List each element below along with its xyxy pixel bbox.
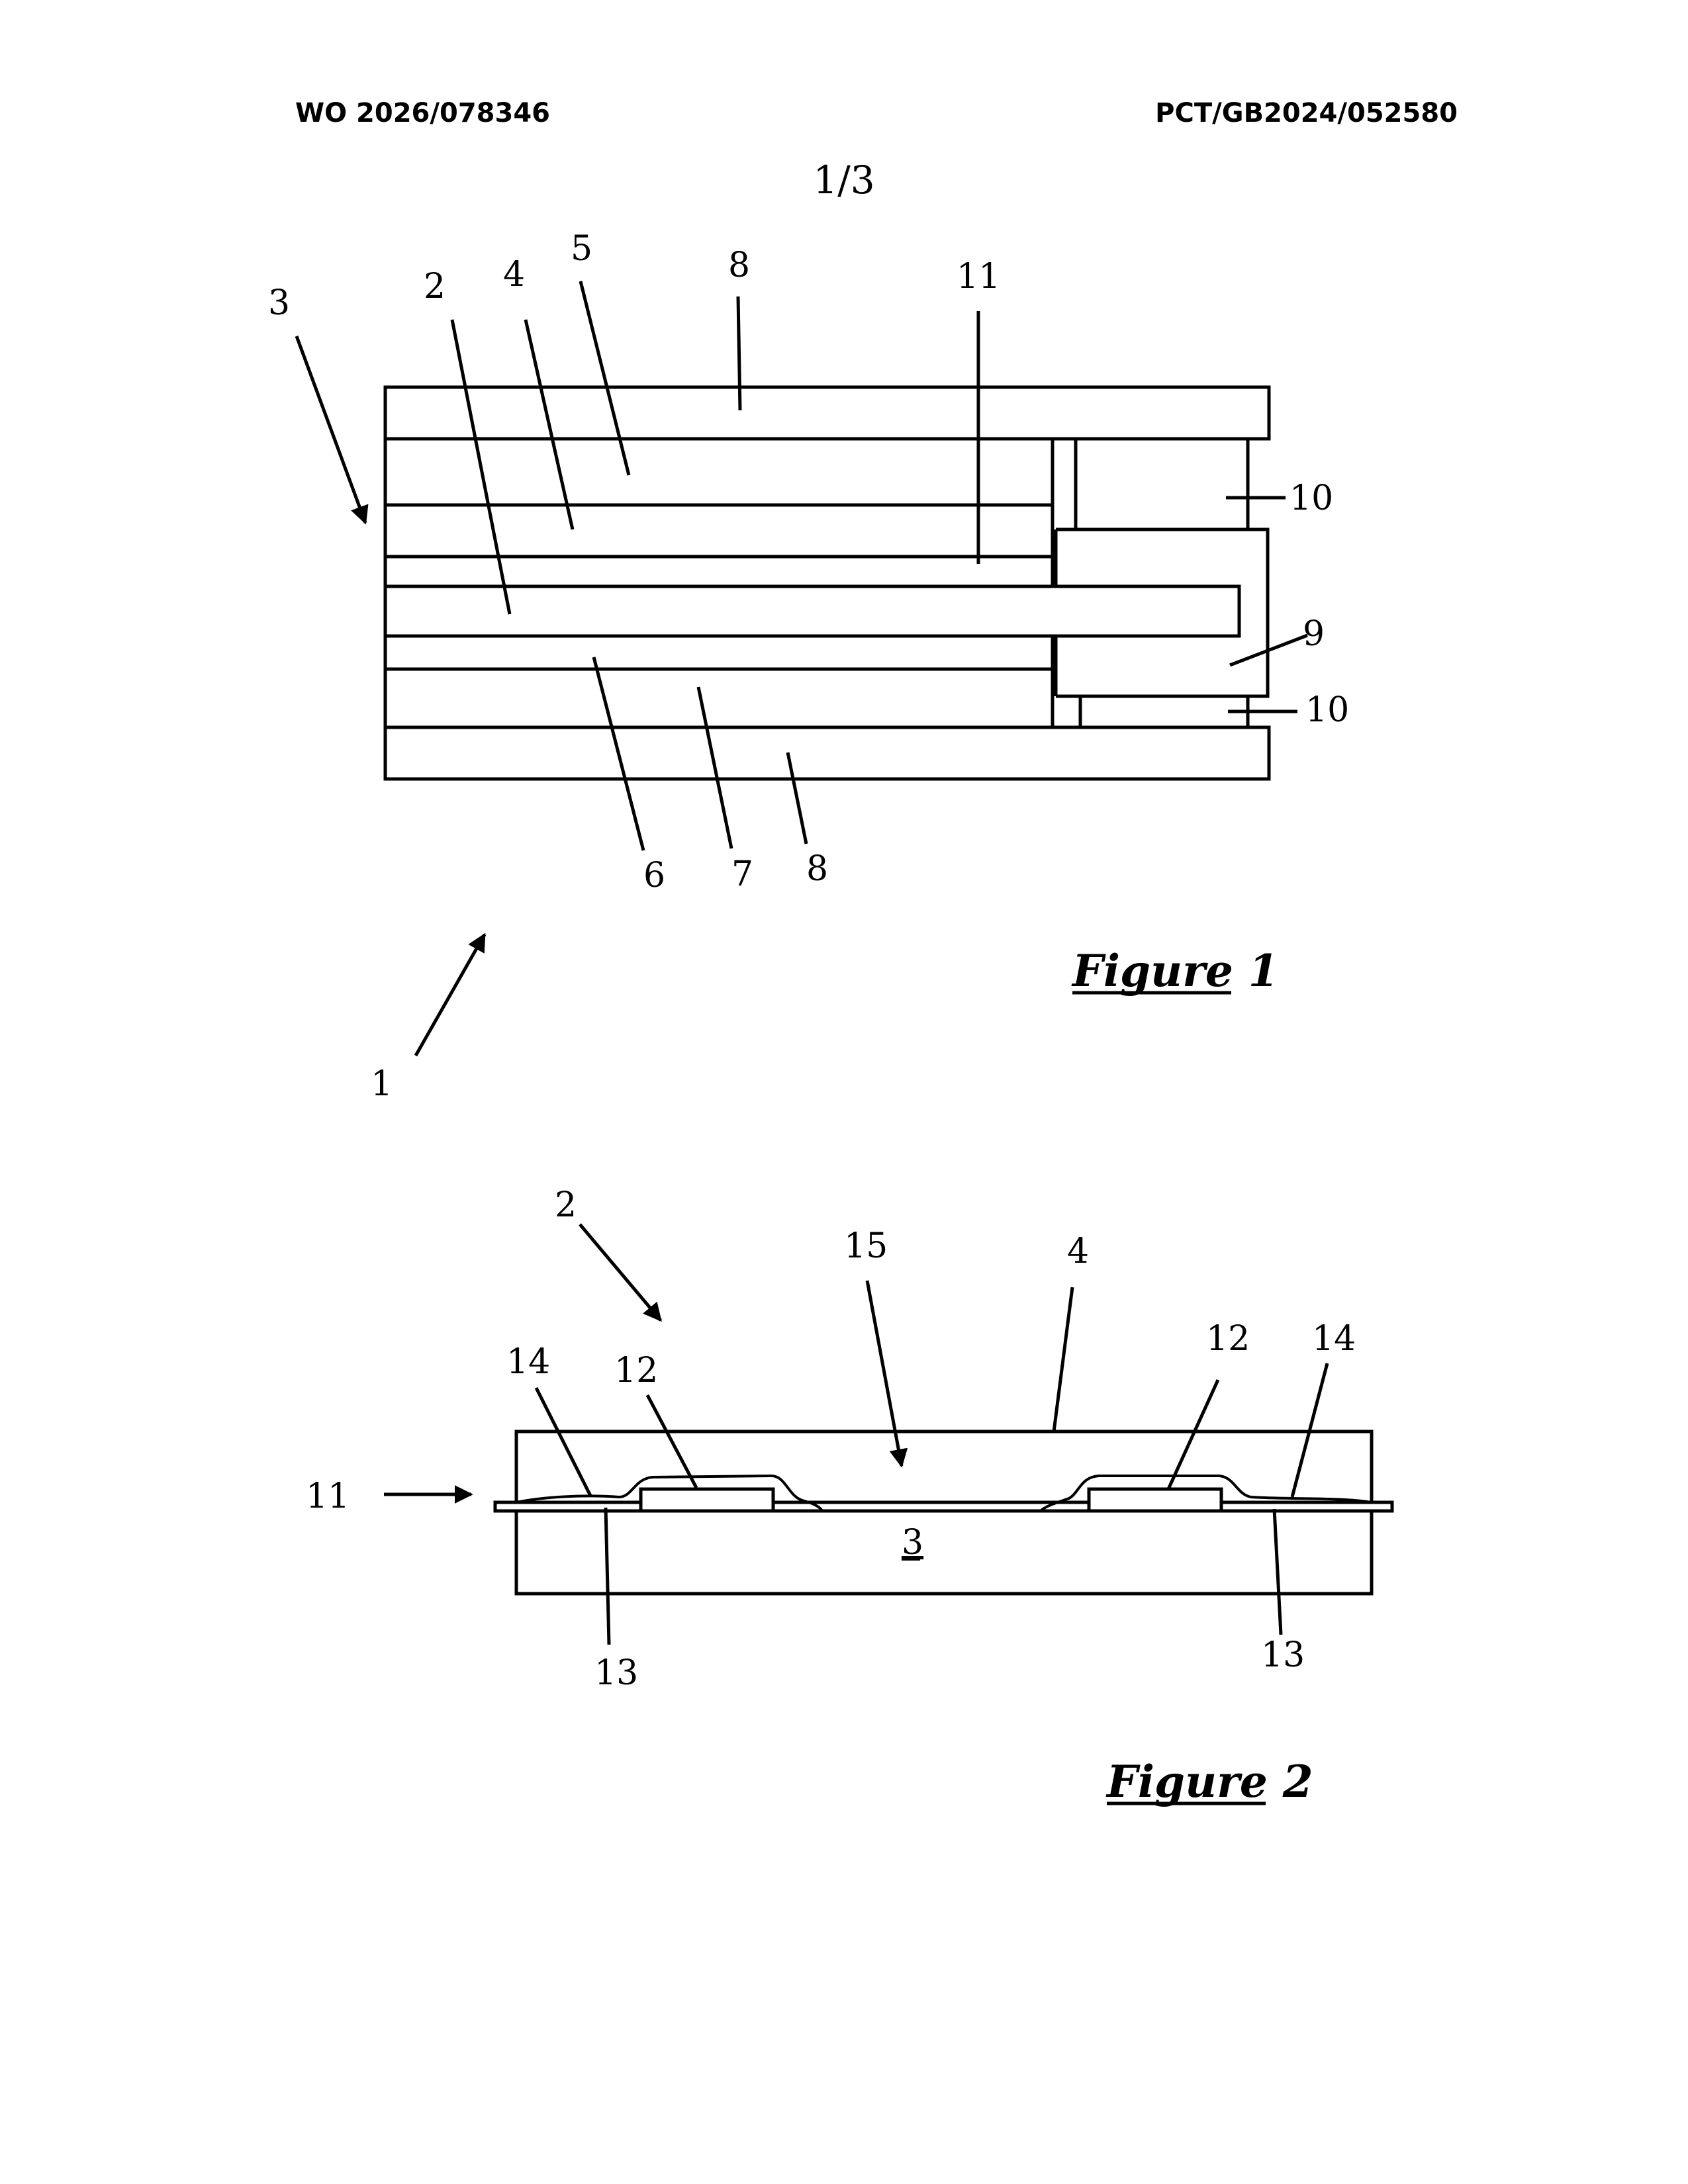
fig1-ref-10-bottom: 10 [1305,690,1349,730]
fig2-ref-13-left: 13 [594,1653,638,1693]
fig1-ref-1: 1 [371,1064,393,1104]
figure-1: 3 2 4 5 8 11 10 9 10 6 7 8 1 Figure 1 [268,229,1349,1104]
fig2-ref-15: 15 [844,1226,888,1266]
fig2-pad-12-left [641,1489,773,1511]
fig1-layer-4 [385,505,1053,557]
fig2-ref-12-left: 12 [614,1351,658,1390]
fig1-ref-7: 7 [731,854,753,894]
fig1-ref-5: 5 [571,229,592,269]
figure-2: 2 15 4 12 14 14 12 11 3 13 13 Figure 2 [306,1185,1392,1807]
fig2-leader-2 [580,1224,661,1320]
fig1-layer-11 [385,557,1053,586]
fig2-ref-12-right: 12 [1206,1319,1250,1359]
fig2-ref-14-left: 14 [506,1342,550,1382]
fig1-ref-4: 4 [503,255,525,295]
fig1-spacer-10-top [1053,439,1248,529]
fig2-strip-11 [495,1502,1392,1511]
fig1-ref-6: 6 [643,856,665,895]
fig1-ref-2: 2 [424,267,445,306]
fig1-ref-9: 9 [1303,614,1325,654]
fig2-pad-12-right [1089,1489,1221,1511]
fig2-leader-4 [1054,1287,1072,1432]
fig2-ref-13-right: 13 [1261,1635,1305,1675]
fig2-ref-14-right: 14 [1312,1319,1356,1359]
fig2-ref-11: 11 [306,1477,350,1516]
fig2-ref-4: 4 [1067,1232,1089,1271]
fig1-ref-10-top: 10 [1289,478,1333,518]
fig1-leader-8-top [738,296,740,410]
fig1-element-2 [385,586,1239,636]
fig1-ref-8-top: 8 [728,246,750,285]
fig2-caption: Figure 2 [1105,1756,1313,1807]
fig1-leader-1 [416,934,485,1056]
fig2-ref-3: 3 [902,1523,923,1563]
fig1-ref-11: 11 [957,257,1000,296]
fig1-ref-3: 3 [268,283,290,323]
fig1-layer-7 [385,669,1053,727]
fig1-leader-3 [297,336,365,523]
fig2-ref-2: 2 [555,1185,577,1225]
fig1-top-plate [385,387,1269,439]
fig1-layer-6 [385,636,1053,669]
fig1-bottom-plate [385,727,1269,779]
fig1-spacer-10-bottom [1053,696,1248,727]
fig1-caption: Figure 1 [1071,945,1279,997]
fig1-ref-8-bottom: 8 [806,849,828,889]
